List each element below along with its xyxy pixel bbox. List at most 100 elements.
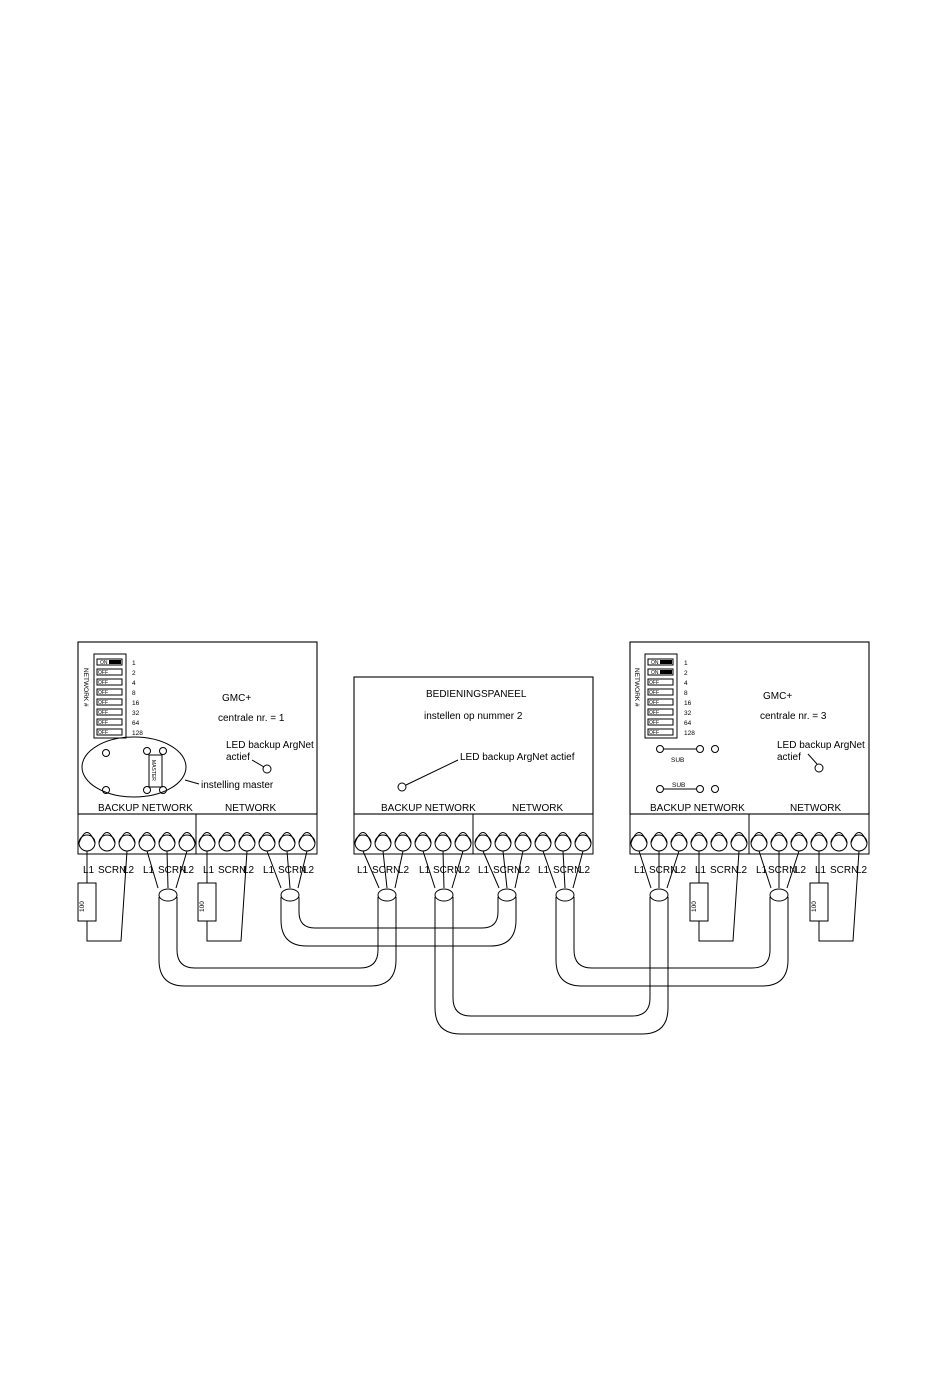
right-panel: ON 1 ON 2 OFF 4 OFF 8 OFF 1 [629,641,870,942]
left-resistor-backup: 100 [77,850,128,942]
section-label-network: NETWORK [512,803,563,814]
terminal-label: L2 [459,865,471,876]
terminal-label: L1 [143,865,155,876]
terminal-label: SCRN [649,865,677,876]
cable-network-middle-right [542,850,800,987]
sub-jumper-1: SUB [656,745,719,764]
left-resistor-network: 100 [197,850,248,942]
dip-state: OFF [98,730,108,736]
terminal-label: L2 [675,865,687,876]
terminal-label: L1 [263,865,275,876]
dip-state: OFF [649,680,659,686]
left-dip-row: OFF 64 [96,718,140,727]
terminal-label: SCRN [433,865,461,876]
dip-state: OFF [649,730,659,736]
left-dip-row: OFF 4 [96,678,136,687]
terminal-label: SCRN [372,865,400,876]
right-dip-row: OFF 128 [647,728,695,737]
right-dip-row: OFF 64 [647,718,692,727]
dip-value: 32 [132,710,140,717]
terminal-label: SCRN [553,865,581,876]
right-resistor-backup: 100 [689,850,740,942]
terminal-label: L2 [795,865,807,876]
dip-value: 64 [132,720,140,727]
panel-title: BEDIENINGSPANEEL [426,689,527,700]
dip-state: ON [651,660,659,666]
dip-state: OFF [649,690,659,696]
cable-backup-middle-right [422,850,680,1035]
left-terminal-labels: L1 SCRN L2 L1 SCRN L2 L1 SCRN L2 L1 SCRN… [83,865,315,876]
dip-value: 2 [132,670,136,677]
cable-network-left-middle [266,850,524,947]
right-terminal-labels: L1 SCRN L2 L1 SCRN L2 L1 SCRN L2 L1 SCRN… [634,865,868,876]
cable-backup-left-middle [146,850,404,987]
panel-title: GMC+ [222,693,251,704]
middle-panel: BEDIENINGSPANEEL instellen op nummer 2 L… [353,676,594,876]
terminal-label: L2 [183,865,195,876]
left-panel: ON 1 OFF 2 OFF 4 OFF 8 OFF 16 [77,641,318,942]
master-jumper: MASTER instelling master [81,736,274,798]
terminal-label: L2 [123,865,135,876]
led-label: LED backup ArgNet [777,740,865,751]
resistor-value: 100 [691,901,698,912]
terminal-label: L2 [398,865,410,876]
middle-terminal-strip [353,813,594,855]
left-dip-row: OFF 32 [96,708,140,717]
right-dip-row: OFF 8 [647,688,688,697]
terminal-label: L1 [538,865,550,876]
dip-state: OFF [98,700,108,706]
dip-state: ON [100,660,108,666]
right-dip-switch-block: ON 1 ON 2 OFF 4 OFF 8 OFF 1 [633,653,695,739]
dip-value: 4 [684,680,688,687]
resistor-value: 100 [811,901,818,912]
terminal-label: L1 [203,865,215,876]
terminal-label: L1 [83,865,95,876]
led-icon [262,764,272,774]
right-panel-box [629,641,870,815]
dip-label: NETWORK # [633,668,640,707]
dip-value: 1 [132,660,136,667]
terminal-label: L1 [815,865,827,876]
right-dip-row: ON 2 [647,668,688,677]
left-panel-box [77,641,318,815]
terminal-label: SCRN [768,865,796,876]
right-dip-row: OFF 4 [647,678,688,687]
dip-value: 64 [684,720,692,727]
terminal-label: L1 [357,865,369,876]
dip-value: 4 [132,680,136,687]
terminal-label: SCRN [830,865,858,876]
sub-label: SUB [672,782,685,789]
dip-value: 1 [684,660,688,667]
dip-value: 128 [132,730,143,737]
jumper-caption: instelling master [201,780,274,791]
dip-value: 2 [684,670,688,677]
terminal-label: SCRN [710,865,738,876]
section-label-backup: BACKUP NETWORK [381,803,476,814]
right-dip-row: OFF 16 [647,698,692,707]
panel-subtitle: centrale nr. = 3 [760,711,827,722]
led-label: actief [226,752,250,763]
terminal-label: L2 [519,865,531,876]
dip-state: OFF [649,700,659,706]
dip-state: OFF [98,720,108,726]
sub-jumper-2: SUB [656,782,719,793]
dip-label: NETWORK # [82,668,89,707]
dip-state: OFF [98,710,108,716]
dip-value: 8 [132,690,136,697]
terminal-label: SCRN [98,865,126,876]
section-label-backup: BACKUP NETWORK [650,803,745,814]
sub-label: SUB [671,757,684,764]
led-label: LED backup ArgNet [226,740,314,751]
dip-value: 128 [684,730,695,737]
dip-state: OFF [649,710,659,716]
left-dip-switch-block: ON 1 OFF 2 OFF 4 OFF 8 OFF 16 [82,653,143,739]
left-dip-row: OFF 16 [96,698,140,707]
dip-value: 16 [684,700,692,707]
terminal-label: L2 [736,865,748,876]
terminal-label: L1 [756,865,768,876]
panel-title: GMC+ [763,691,792,702]
right-dip-row: OFF 32 [647,708,692,717]
terminal-label: SCRN [218,865,246,876]
dip-state: OFF [98,670,108,676]
